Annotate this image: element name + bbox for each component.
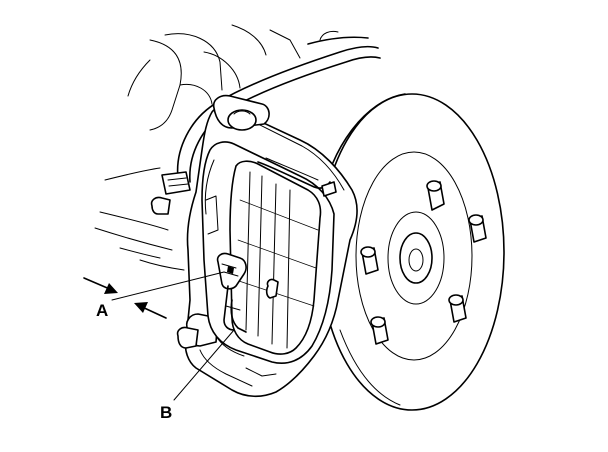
brake-hose bbox=[150, 30, 381, 215]
brake-disc bbox=[319, 93, 505, 411]
callout-labels: A B bbox=[96, 301, 172, 422]
wheel-stud bbox=[360, 246, 379, 275]
callout-label-b: B bbox=[160, 403, 172, 422]
leader-line-b bbox=[173, 329, 235, 401]
arrow-left-icon bbox=[134, 302, 167, 319]
caliper-body bbox=[201, 141, 337, 377]
wheel-stud bbox=[468, 214, 487, 243]
pad-shim bbox=[225, 299, 247, 333]
leader-line-a bbox=[111, 271, 225, 301]
arrow-right-icon bbox=[83, 277, 118, 294]
leader-lines bbox=[111, 271, 235, 401]
suspension-background bbox=[94, 24, 301, 271]
callout-label-a: A bbox=[96, 301, 108, 320]
pad-retainer-clip bbox=[216, 252, 247, 331]
wheel-studs bbox=[360, 180, 487, 345]
wheel-stud bbox=[448, 294, 467, 323]
direction-arrows bbox=[83, 277, 167, 319]
wheel-stud bbox=[426, 180, 445, 211]
wheel-stud bbox=[370, 316, 389, 345]
